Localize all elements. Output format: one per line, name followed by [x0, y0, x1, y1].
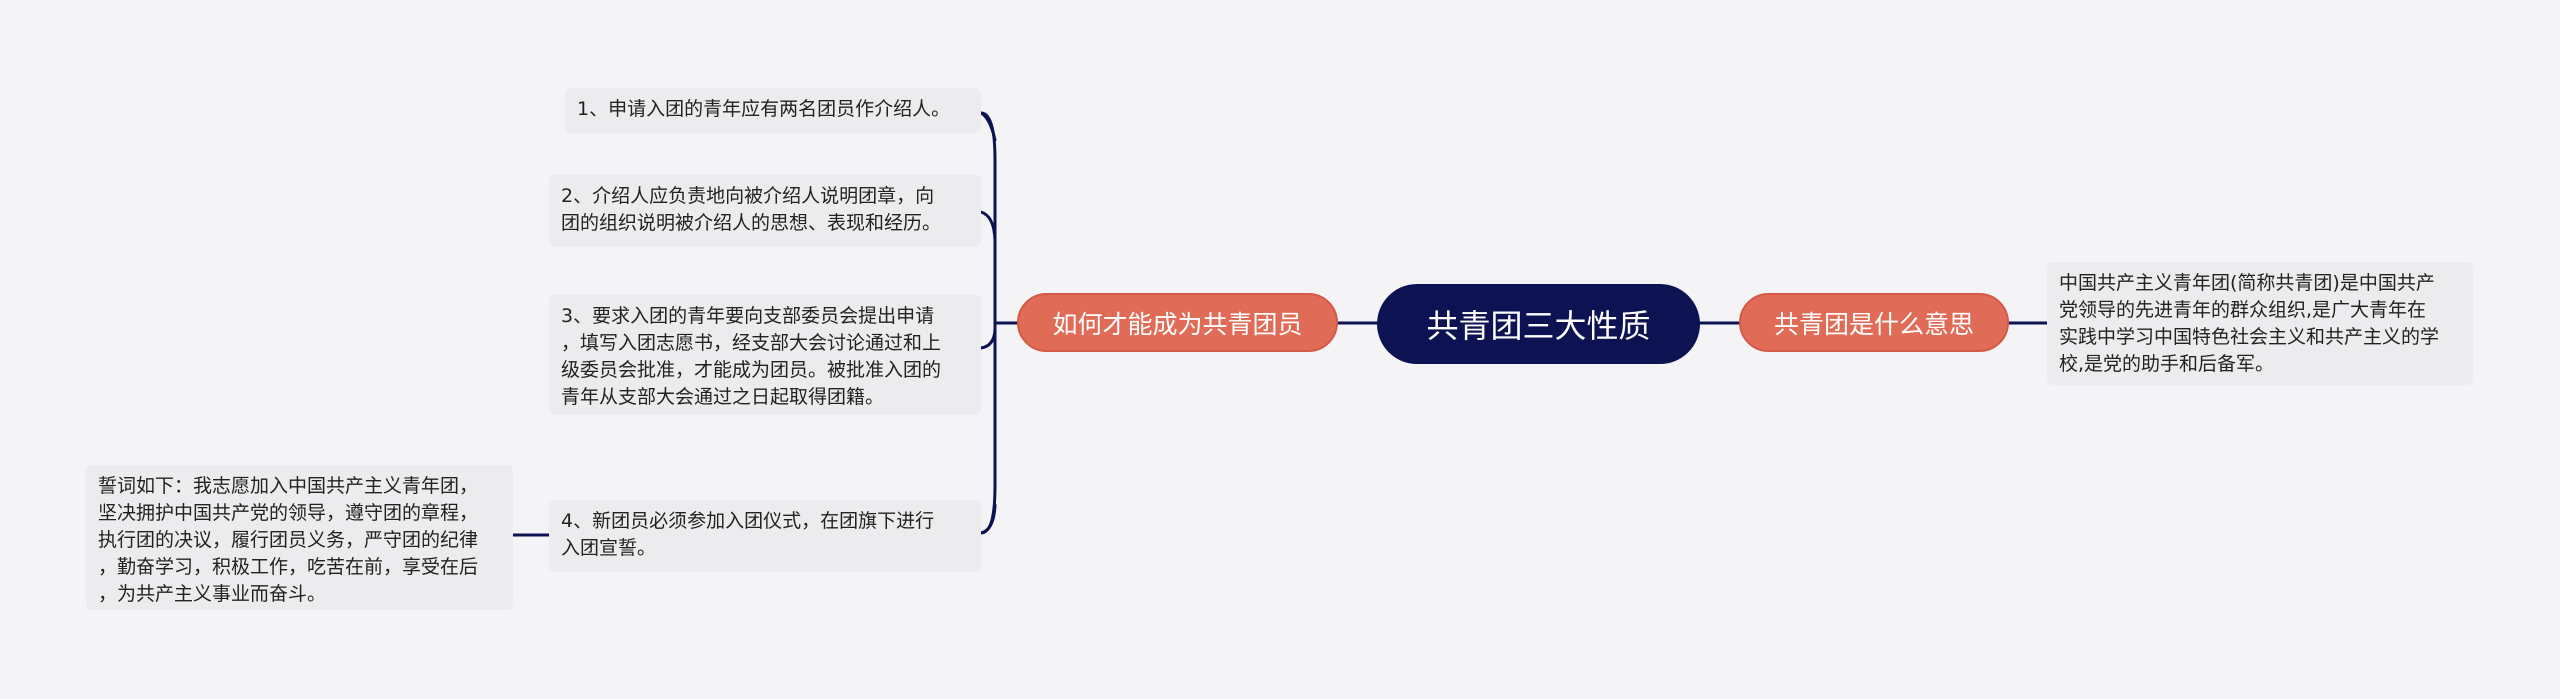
- left-connector-4: [979, 503, 997, 535]
- left-connector-3: [979, 328, 997, 350]
- left-bracket-curve: [979, 111, 997, 535]
- leaf-step-3[interactable]: 3、要求入团的青年要向支部委员会提出申请 ，填写入团志愿书，经支部大会讨论通过和…: [549, 295, 981, 415]
- left-connector-2: [979, 210, 997, 242]
- leaf-step-1[interactable]: 1、申请入团的青年应有两名团员作介绍人。: [565, 88, 981, 133]
- leaf-definition[interactable]: 中国共产主义青年团(简称共青团)是中国共产 党领导的先进青年的群众组织,是广大青…: [2047, 262, 2473, 385]
- leaf-step-4[interactable]: 4、新团员必须参加入团仪式，在团旗下进行 入团宣誓。: [549, 500, 981, 572]
- left-connector-1: [979, 111, 997, 142]
- branch-how-to-join[interactable]: 如何才能成为共青团员: [1017, 293, 1338, 352]
- leaf-oath[interactable]: 誓词如下：我志愿加入中国共产主义青年团， 坚决拥护中国共产党的领导，遵守团的章程…: [86, 465, 513, 610]
- branch-what-it-means[interactable]: 共青团是什么意思: [1739, 293, 2009, 352]
- root-node[interactable]: 共青团三大性质: [1377, 284, 1700, 364]
- leaf-step-2[interactable]: 2、介绍人应负责地向被介绍人说明团章，向 团的组织说明被介绍人的思想、表现和经历…: [549, 175, 981, 247]
